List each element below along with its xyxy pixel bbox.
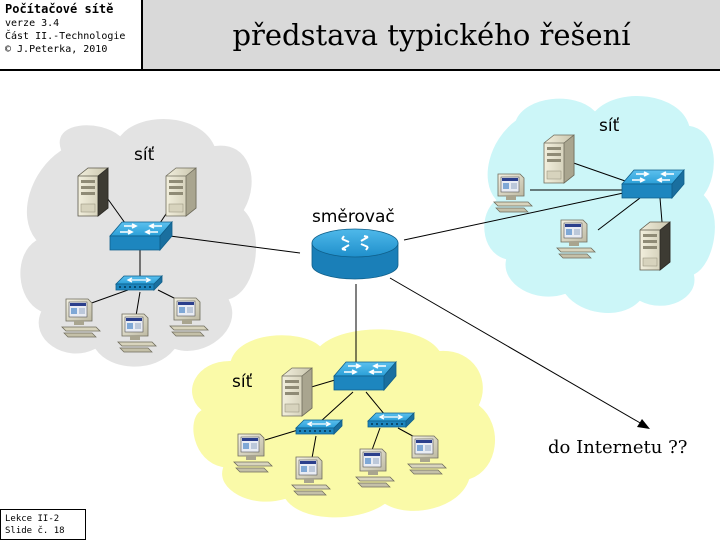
slide-number: Slide č. 18 bbox=[5, 526, 65, 536]
title-bar: představa typického řešení bbox=[143, 0, 720, 71]
server-icon bbox=[639, 221, 671, 271]
hub-icon bbox=[115, 275, 163, 291]
course-info-box: Počítačové sítě verze 3.4 Část II.-Techn… bbox=[0, 0, 143, 71]
network-label-left: síť bbox=[134, 145, 155, 165]
slide-info-box: Lekce II-2 Slide č. 18 bbox=[0, 509, 86, 540]
internet-label: do Internetu ?? bbox=[548, 437, 687, 458]
server-icon bbox=[77, 167, 109, 217]
switch-icon bbox=[621, 169, 685, 199]
router-label: směrovač bbox=[312, 207, 395, 227]
server-icon bbox=[281, 367, 313, 417]
slide-title: představa typického řešení bbox=[232, 18, 631, 52]
router-icon bbox=[311, 228, 399, 280]
server-icon bbox=[543, 134, 575, 184]
hub-icon bbox=[295, 419, 343, 435]
internet-link bbox=[389, 277, 643, 425]
switch-icon bbox=[333, 361, 397, 391]
course-author: © J.Peterka, 2010 bbox=[5, 44, 108, 55]
switch-icon bbox=[109, 221, 173, 251]
network-label-right: síť bbox=[599, 116, 620, 136]
course-part: Část II.-Technologie bbox=[5, 31, 126, 42]
course-version: verze 3.4 bbox=[5, 18, 60, 29]
network-label-bottom: síť bbox=[232, 372, 253, 392]
hub-icon bbox=[367, 412, 415, 428]
server-icon bbox=[165, 167, 197, 217]
arrow-head-icon bbox=[637, 419, 650, 429]
lesson-number: Lekce II-2 bbox=[5, 514, 60, 524]
cloud-bottom bbox=[190, 327, 497, 520]
course-name: Počítačové sítě bbox=[5, 2, 114, 16]
